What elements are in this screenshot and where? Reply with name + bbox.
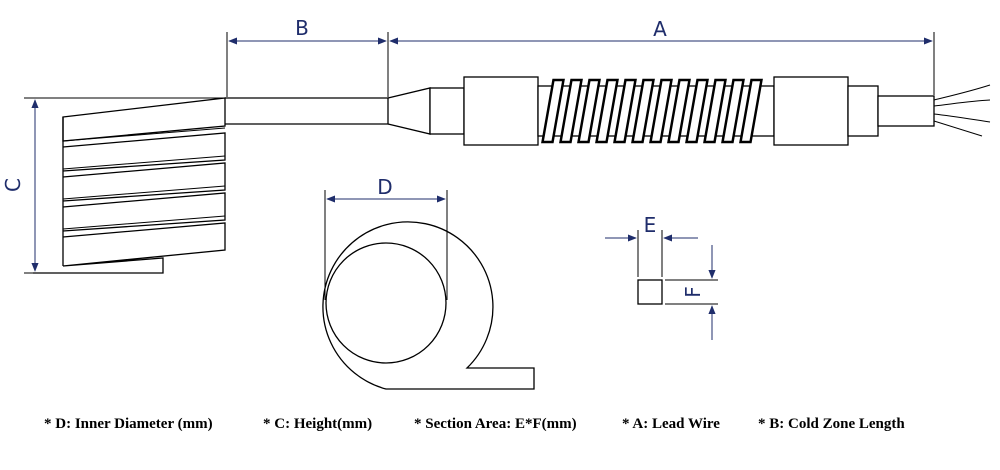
legend-cold-zone-length: * B: Cold Zone Length: [758, 416, 905, 432]
dimension-label-f: F: [681, 286, 705, 298]
coil-top-view: [322, 190, 535, 390]
lead-wire-assembly: [387, 76, 991, 146]
legend-height: * C: Height(mm): [263, 416, 373, 432]
dimension-label-a: A: [653, 17, 667, 41]
dimension-label-e: E: [644, 213, 657, 237]
legend-section-area: * Section Area: E*F(mm): [414, 416, 577, 432]
coil-side-view: [33, 97, 389, 274]
lead-wire-ends: [933, 84, 991, 137]
legend-inner-diameter: * D: Inner Diameter (mm): [44, 416, 213, 432]
cross-section-view: [605, 230, 718, 340]
spring-guard: [541, 78, 763, 144]
legend-lead-wire: * A: Lead Wire: [622, 416, 720, 432]
dimension-label-d: D: [377, 175, 392, 199]
dimension-label-b: B: [295, 16, 309, 40]
legend: * D: Inner Diameter (mm) * C: Height(mm)…: [0, 416, 1000, 440]
dimension-label-c: C: [1, 178, 25, 192]
dimension-lines: [24, 32, 935, 274]
